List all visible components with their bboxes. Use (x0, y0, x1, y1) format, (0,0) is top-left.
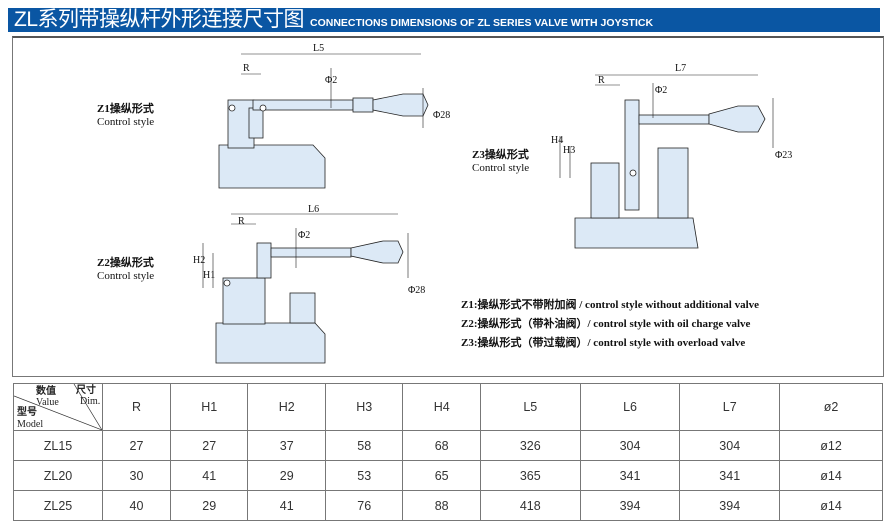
z3-dim-phi23: Φ23 (775, 150, 792, 161)
cell: 341 (679, 460, 781, 491)
cell: 88 (402, 490, 481, 521)
dimensions-table: 数值 Value 尺寸 Dim. 型号 Model R H1 H2 H3 H4 … (13, 383, 883, 521)
legend-z2: Z2:操纵形式（带补油阀）/ control style with oil ch… (461, 318, 751, 330)
col-h4: H4 (402, 383, 481, 431)
cell: ø14 (779, 460, 883, 491)
cell: 326 (479, 430, 581, 461)
z3-dim-h3: H3 (563, 145, 575, 156)
cell: 341 (579, 460, 681, 491)
legend-z3: Z3:操纵形式（带过载阀）/ control style with overlo… (461, 337, 746, 349)
cell: 304 (579, 430, 681, 461)
z2-dim-h1: H1 (203, 270, 215, 281)
z3-dim-l7: L7 (675, 63, 686, 74)
cell: 40 (102, 490, 171, 521)
cell: 418 (479, 490, 581, 521)
col-h1: H1 (169, 383, 249, 431)
cell: ø14 (779, 490, 883, 521)
col-h3: H3 (324, 383, 404, 431)
col-l7: L7 (679, 383, 781, 431)
col-l5: L5 (479, 383, 581, 431)
col-r: R (102, 383, 171, 431)
cell: 29 (247, 460, 326, 491)
cell: 41 (247, 490, 326, 521)
z3-drawing (574, 99, 766, 249)
title-cn: ZL系列带操纵杆外形连接尺寸图 (14, 8, 305, 31)
model-cell: ZL15 (13, 430, 103, 461)
title-bar: ZL系列带操纵杆外形连接尺寸图 CONNECTIONS DIMENSIONS O… (8, 8, 880, 32)
corner-cell: 数值 Value 尺寸 Dim. 型号 Model (13, 383, 103, 431)
z1-dim-l5: L5 (313, 43, 324, 54)
cell: 65 (402, 460, 481, 491)
cell: 41 (169, 460, 249, 491)
cell: 30 (102, 460, 171, 491)
cell: 37 (247, 430, 326, 461)
cell: 53 (324, 460, 404, 491)
z3-dim-h4: H4 (551, 135, 563, 146)
z1-dim-phi2: Φ2 (325, 75, 337, 86)
z2-dim-h2: H2 (193, 255, 205, 266)
cell: 304 (679, 430, 781, 461)
cell: 394 (679, 490, 781, 521)
cell: 76 (324, 490, 404, 521)
legend-z1: Z1:操纵形式不带附加阀 / control style without add… (461, 299, 760, 311)
cell: 27 (102, 430, 171, 461)
cell: ø12 (779, 430, 883, 461)
col-h2: H2 (247, 383, 326, 431)
z1-dim-r: R (243, 63, 250, 74)
technical-drawings: L5 R Φ2 Φ28 L6 R Φ2 H2 H1 Φ28 L7 R Φ2 H4… (193, 43, 792, 364)
model-cell: ZL20 (13, 460, 103, 491)
cell: 27 (169, 430, 249, 461)
cell: 365 (479, 460, 581, 491)
z3-dim-r: R (598, 75, 605, 86)
drawing-panel: L5 R Φ2 Φ28 L6 R Φ2 H2 H1 Φ28 L7 R Φ2 H4… (12, 36, 884, 377)
z2-dim-l6: L6 (308, 204, 319, 215)
cell: 58 (324, 430, 404, 461)
z2-dim-phi28: Φ28 (408, 285, 425, 296)
z2-dim-r: R (238, 216, 245, 227)
col-l6: L6 (579, 383, 681, 431)
cell: 29 (169, 490, 249, 521)
z1-dim-phi28: Φ28 (433, 110, 450, 121)
legend: Z1:操纵形式不带附加阀 / control style without add… (461, 296, 759, 353)
col-phi2: ø2 (779, 383, 883, 431)
cell: 68 (402, 430, 481, 461)
z2-dim-phi2: Φ2 (298, 230, 310, 241)
title-en: CONNECTIONS DIMENSIONS OF ZL SERIES VALV… (310, 17, 654, 29)
cell: 394 (579, 490, 681, 521)
z1-drawing (218, 93, 429, 189)
z3-dim-phi2: Φ2 (655, 85, 667, 96)
table-header-row: 数值 Value 尺寸 Dim. 型号 Model R H1 H2 H3 H4 … (13, 383, 883, 431)
model-cell: ZL25 (13, 490, 103, 521)
z2-drawing (215, 240, 404, 364)
